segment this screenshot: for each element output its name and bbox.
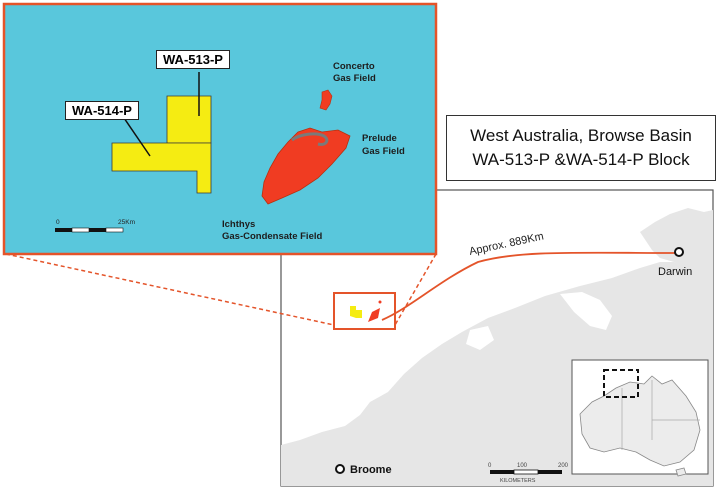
title-box: West Australia, Browse Basin WA-513-P &W… [446, 115, 716, 181]
field-ichthys [261, 127, 351, 205]
inset-scale-start: 0 [56, 219, 60, 226]
field-prelude [291, 132, 329, 146]
leader-wa-514-p [123, 117, 151, 157]
block-label-wa-514-p: WA-514-P [65, 101, 139, 120]
label-ichthys: Ichthys Gas-Condensate Field [222, 219, 322, 242]
main-scale-unit: KILOMETERS [500, 478, 536, 484]
city-darwin: Darwin [658, 247, 692, 278]
inset-scale-end: 25Km [118, 219, 135, 226]
title-line-2: WA-513-P &WA-514-P Block [472, 150, 690, 169]
inset-sea [2, 2, 438, 256]
main-scale-tick-2: 200 [558, 463, 569, 469]
australia-overview [571, 359, 709, 477]
label-concerto: Concerto Gas Field [333, 61, 377, 84]
darwin-marker-icon [674, 247, 684, 257]
main-scale-tick-0: 0 [488, 463, 492, 469]
main-scale-tick-1: 100 [517, 463, 528, 469]
coast-bay [466, 326, 494, 350]
locator-box [333, 292, 396, 330]
coast-gulf [560, 292, 612, 330]
block-wa-514-p [111, 142, 212, 194]
city-broome: Broome [335, 464, 392, 476]
main-scale-bar: 0 100 200 KILOMETERS [488, 463, 569, 484]
label-prelude: Prelude Gas Field [362, 133, 405, 157]
inset-scale-bar: 0 25Km [55, 219, 135, 233]
broome-label: Broome [350, 464, 392, 476]
title-line-1: West Australia, Browse Basin [470, 126, 692, 145]
main-map [280, 189, 714, 487]
block-wa-513-p [166, 95, 212, 144]
inset-map: Concerto Gas Field Prelude Gas Field Ich… [2, 2, 438, 256]
field-concerto [319, 89, 333, 111]
block-label-wa-513-p: WA-513-P [156, 50, 230, 69]
broome-marker-icon [335, 464, 345, 474]
route-line [381, 251, 677, 321]
darwin-label: Darwin [658, 266, 692, 278]
overview-focus-box [603, 369, 639, 398]
